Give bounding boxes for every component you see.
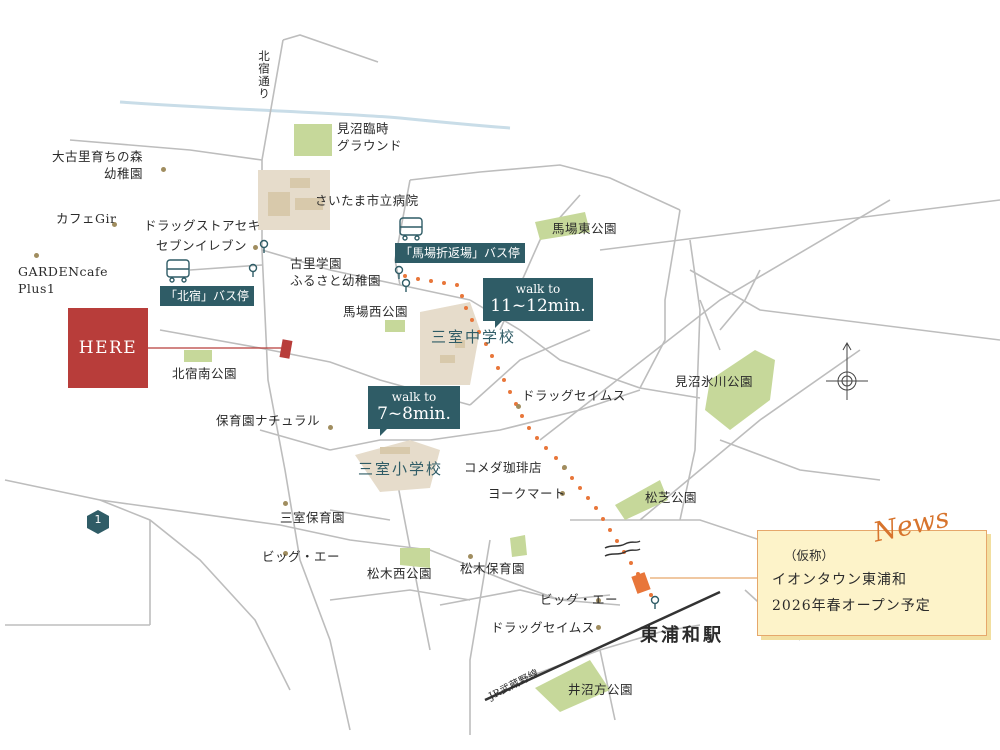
bus-icon (399, 217, 423, 241)
saitama-hospital-label: さいたま市立病院 (315, 193, 419, 208)
jr-musashino-line (484, 590, 721, 702)
news-line-1: （仮称） (784, 548, 835, 563)
higashi-urawa-station-label: 東浦和駅 (640, 625, 724, 646)
buildings (258, 170, 480, 492)
yorkmart-label: ヨークマート (488, 486, 567, 501)
matsuki-nishi-park-label: 松木西公園 (367, 566, 433, 581)
news-box: （仮称） イオンタウン東浦和 2026年春オープン予定 (757, 530, 987, 636)
ookome-kindergarten-label: 大古里育ちの森 幼稚園 (52, 149, 144, 181)
kitajuku-minami-park-label: 北宿南公園 (172, 366, 238, 381)
matsuki-nursery-label: 松木保育園 (460, 561, 526, 576)
walk-time-es: walk to 7~8min. (368, 386, 460, 436)
walk-time-es-label: walk to (391, 390, 437, 404)
poi-dot (283, 551, 288, 556)
poi-dot (562, 465, 567, 470)
poi-dot (161, 167, 166, 172)
poi-dot (253, 245, 258, 250)
drugstore-aseki-label: ドラッグストアセキ (144, 218, 261, 233)
seven-eleven-label: セブンイレブン (156, 238, 248, 253)
hoikuen-natural-label: 保育園ナチュラル (216, 413, 321, 428)
route-1-number: 1 (94, 513, 102, 526)
walk-time-jhs-value: 11~12min. (490, 296, 586, 316)
big-a-label: ビッグ・エー (262, 549, 341, 564)
sanmuro-jhs-label: 三室中学校 (431, 328, 517, 346)
news-line-3: 2026年春オープン予定 (772, 598, 931, 614)
kitajuku-dori-label: 北宿通り (257, 50, 271, 100)
bus-stop-pins (248, 239, 660, 609)
route-1-sign-icon (87, 510, 109, 534)
poi-dot (328, 425, 333, 430)
minuma-ground-label: 見沼臨時 グラウンド (337, 121, 403, 153)
cafe-gir-label: カフェGir (56, 211, 117, 226)
minuma-hikawa-park-label: 見沼氷川公園 (675, 374, 754, 389)
compass-icon (826, 341, 868, 400)
poi-dot (596, 625, 601, 630)
furusato-kindergarten-label: 古里学園 ふるさと幼稚園 (290, 256, 382, 288)
poi-dot (283, 501, 288, 506)
walk-time-jhs-label: walk to (515, 282, 561, 296)
bus-stop-kitajuku: 「北宿」バス停 (160, 286, 255, 306)
river (119, 100, 511, 130)
poi-dot (34, 253, 39, 258)
baba-nishi-park-label: 馬場西公園 (343, 304, 409, 319)
drug-seims-label: ドラッグセイムス (522, 388, 626, 403)
poi-dot (560, 491, 565, 496)
poi-dot (112, 222, 117, 227)
sanmuro-es-label: 三室小学校 (358, 460, 444, 478)
poi-dot (468, 554, 473, 559)
walk-time-es-value: 7~8min. (377, 404, 451, 424)
matsushiba-park-label: 松芝公園 (645, 490, 698, 505)
poi-dot (516, 404, 521, 409)
poi-dot (596, 598, 601, 603)
bus-icon (166, 259, 190, 283)
here-marker: HERE (68, 308, 148, 388)
walk-time-jhs: walk to 11~12min. (483, 278, 593, 328)
big-a-label: ビッグ・エー (540, 592, 619, 607)
here-pointer (148, 339, 293, 359)
bus-stop-baba-orikaeshi: 「馬場折返場」バス停 (395, 243, 526, 263)
baba-higashi-park-label: 馬場東公園 (552, 221, 618, 236)
komeda-label: コメダ珈琲店 (464, 460, 543, 475)
garden-cafe-label: GARDENcafe Plus1 (18, 264, 108, 296)
inumakata-park-label: 井沼方公園 (568, 682, 634, 697)
sanmuro-nursery-label: 三室保育園 (280, 510, 346, 525)
road-break-mark (604, 540, 641, 557)
aeon-site-marker (631, 572, 757, 594)
parks (184, 124, 775, 712)
news-line-2: イオンタウン東浦和 (772, 572, 907, 588)
drug-seims-label: ドラッグセイムス (491, 620, 595, 635)
